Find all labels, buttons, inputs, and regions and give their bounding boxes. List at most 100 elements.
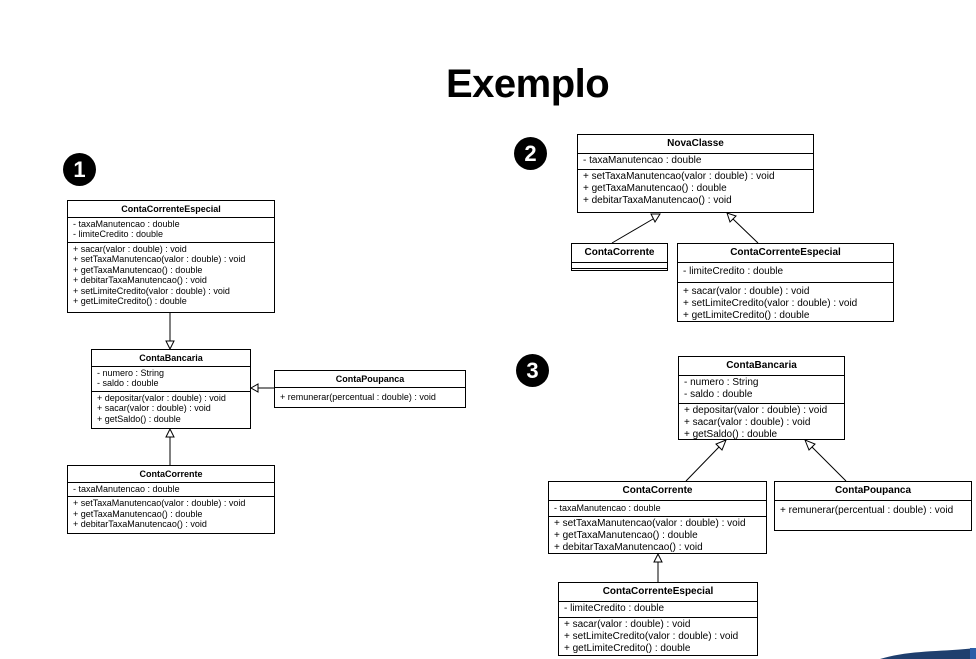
attributes-section: - taxaManutencao : double (578, 154, 813, 170)
badge-3: 3 (516, 354, 549, 387)
class-name: NovaClasse (578, 135, 813, 154)
inheritance-arrow-3a (715, 439, 727, 451)
method: + depositar(valor : double) : void (684, 405, 828, 416)
attribute: - saldo : double (97, 378, 159, 388)
methods-section (572, 269, 667, 274)
method: + setLimiteCredito(valor : double) : voi… (73, 285, 230, 296)
attribute: - taxaManutencao : double (554, 503, 661, 513)
method: + debitarTaxaManutencao() : void (583, 195, 732, 206)
attributes-section: - numero : String - saldo : double (679, 376, 844, 404)
attribute: - taxaManutencao : double (73, 218, 180, 229)
attributes-section: - taxaManutencao : double - limiteCredit… (68, 218, 274, 243)
attributes-section (572, 263, 667, 269)
attributes-section: - taxaManutencao : double (549, 501, 766, 517)
page-title: Exemplo (446, 62, 610, 106)
class-name: ContaPoupanca (834, 485, 912, 496)
class-name: ContaCorrenteEspecial (559, 583, 757, 602)
class-conta-corrente-especial-1: ContaCorrenteEspecial - taxaManutencao :… (67, 200, 275, 313)
method: + depositar(valor : double) : void (97, 392, 226, 403)
method: + setTaxaManutencao(valor : double) : vo… (554, 518, 746, 529)
method: + sacar(valor : double) : void (97, 403, 211, 413)
class-name: ContaCorrenteEspecial (678, 244, 893, 263)
method: + getTaxaManutencao() : double (583, 183, 727, 194)
method: + sacar(valor : double) : void (73, 243, 187, 254)
methods-section: + depositar(valor : double) : void + sac… (679, 404, 844, 443)
method: + getLimiteCredito() : double (564, 643, 691, 654)
class-name: ContaCorrente (68, 466, 274, 483)
class-nova-classe-2: NovaClasse - taxaManutencao : double + s… (577, 134, 814, 213)
class-name: ContaCorrenteEspecial (68, 201, 274, 218)
inheritance-arrow-1b (249, 383, 259, 393)
class-name: ContaCorrente (572, 244, 667, 263)
class-name: ContaCorrente (549, 482, 766, 501)
attributes-section: - limiteCredito : double (559, 602, 757, 618)
inheritance-arrow-2a (650, 213, 661, 224)
inheritance-arrow-1a (165, 340, 175, 351)
inheritance-arrow-3b (804, 439, 816, 451)
inheritance-arrow-3c (653, 552, 663, 563)
class-name: ContaBancaria (92, 350, 250, 367)
class-conta-corrente-1: ContaCorrente - taxaManutencao : double … (67, 465, 275, 534)
method: + setTaxaManutencao(valor : double) : vo… (73, 498, 246, 508)
class-conta-poupanca-1: ContaPoupanca + remunerar(percentual : d… (274, 370, 466, 408)
method: + setLimiteCredito(valor : double) : voi… (564, 631, 739, 642)
methods-section: + remunerar(percentual : double) : void (775, 500, 971, 519)
methods-section: + sacar(valor : double) : void + setLimi… (678, 283, 893, 324)
method: + getTaxaManutencao() : double (73, 264, 203, 275)
attribute: - saldo : double (684, 389, 753, 400)
class-conta-bancaria-3: ContaBancaria - numero : String - saldo … (678, 356, 845, 440)
inheritance-line-2a (611, 218, 654, 244)
inheritance-arrow-2b (726, 212, 737, 223)
method: + debitarTaxaManutencao() : void (554, 542, 703, 553)
footer-decoration (880, 648, 976, 659)
methods-section: + setTaxaManutencao(valor : double) : vo… (68, 497, 274, 532)
attribute: - limiteCredito : double (564, 603, 665, 614)
methods-section: + depositar(valor : double) : void + sac… (92, 392, 250, 427)
class-conta-bancaria-1: ContaBancaria - numero : String - saldo … (91, 349, 251, 429)
inheritance-line-3a (685, 446, 720, 482)
attributes-section: - numero : String - saldo : double (92, 367, 250, 392)
class-conta-corrente-3: ContaCorrente - taxaManutencao : double … (548, 481, 767, 554)
method: + getSaldo() : double (97, 413, 181, 424)
methods-section: + remunerar(percentual : double) : void (275, 388, 465, 405)
method: + getLimiteCredito() : double (73, 296, 187, 306)
class-conta-corrente-especial-3: ContaCorrenteEspecial - limiteCredito : … (558, 582, 758, 656)
attribute: - taxaManutencao : double (73, 483, 180, 494)
inheritance-arrow-1c (165, 427, 175, 438)
method: + sacar(valor : double) : void (684, 417, 811, 428)
class-conta-corrente-especial-2: ContaCorrenteEspecial - limiteCredito : … (677, 243, 894, 322)
methods-section: + setTaxaManutencao(valor : double) : vo… (578, 170, 813, 209)
attribute: - limiteCredito : double (73, 229, 164, 239)
class-conta-poupanca-3: ContaPoupanca + remunerar(percentual : d… (774, 481, 972, 531)
attribute: - taxaManutencao : double (583, 155, 702, 166)
method: + setLimiteCredito(valor : double) : voi… (683, 298, 858, 309)
attribute: - limiteCredito : double (683, 266, 784, 277)
class-conta-corrente-2: ContaCorrente (571, 243, 668, 271)
method: + remunerar(percentual : double) : void (780, 505, 954, 516)
attributes-section: - taxaManutencao : double (68, 483, 274, 497)
method: + remunerar(percentual : double) : void (280, 391, 436, 402)
attribute: - numero : String (97, 367, 165, 378)
method: + getLimiteCredito() : double (683, 310, 810, 321)
inheritance-line-3b (811, 446, 847, 482)
inheritance-line-2b (732, 218, 759, 244)
method: + setTaxaManutencao(valor : double) : vo… (583, 171, 775, 182)
method: + setTaxaManutencao(valor : double) : vo… (73, 254, 246, 264)
class-name: ContaPoupanca (275, 371, 465, 388)
method: + sacar(valor : double) : void (683, 286, 810, 297)
method: + getTaxaManutencao() : double (554, 530, 698, 541)
method: + debitarTaxaManutencao() : void (73, 275, 207, 285)
method: + debitarTaxaManutencao() : void (73, 519, 207, 529)
badge-2: 2 (514, 137, 547, 170)
methods-section: + setTaxaManutencao(valor : double) : vo… (549, 517, 766, 556)
method: + sacar(valor : double) : void (564, 619, 691, 630)
attributes-section: - limiteCredito : double (678, 263, 893, 283)
class-name: ContaBancaria (679, 357, 844, 376)
methods-section: + sacar(valor : double) : void + setLimi… (559, 618, 757, 657)
method: + getTaxaManutencao() : double (73, 508, 203, 519)
attribute: - numero : String (684, 377, 759, 388)
badge-1: 1 (63, 153, 96, 186)
methods-section: + sacar(valor : double) : void + setTaxa… (68, 243, 274, 309)
method: + getSaldo() : double (684, 429, 778, 440)
